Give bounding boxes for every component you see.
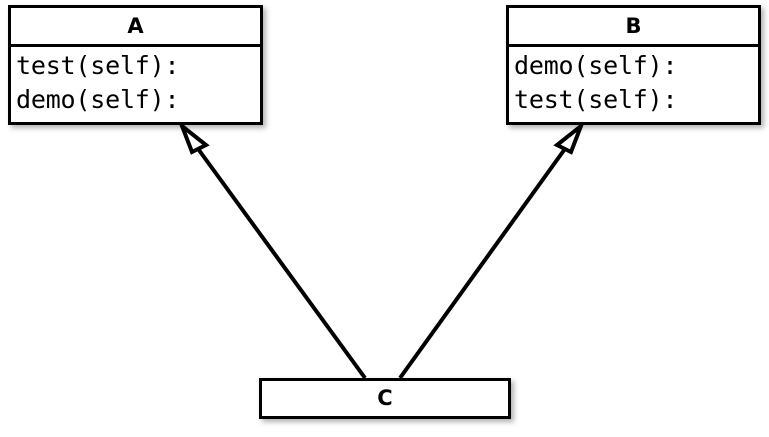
- class-member-row: test(self):: [514, 84, 678, 114]
- generalization-c-to-b: [398, 119, 586, 380]
- class-member-row: demo(self):: [16, 84, 180, 114]
- class-members-a: test(self): demo(self):: [11, 44, 260, 119]
- class-box-b[interactable]: B demo(self): test(self):: [506, 5, 761, 125]
- class-member-row: demo(self):: [514, 51, 678, 80]
- class-members-b: demo(self): test(self):: [509, 44, 758, 119]
- class-box-c[interactable]: C: [259, 378, 511, 419]
- class-member-row: test(self):: [16, 51, 180, 80]
- class-name-a: A: [127, 14, 144, 38]
- generalization-c-to-a: [177, 119, 367, 380]
- generalization-line-c-a: [194, 144, 367, 380]
- class-box-a[interactable]: A test(self): demo(self):: [8, 5, 263, 125]
- hollow-triangle-arrowhead-b: [553, 119, 586, 155]
- class-name-c: C: [377, 386, 393, 410]
- hollow-triangle-arrowhead-a: [177, 119, 210, 155]
- class-name-b: B: [625, 14, 642, 38]
- generalization-line-c-b: [398, 144, 569, 380]
